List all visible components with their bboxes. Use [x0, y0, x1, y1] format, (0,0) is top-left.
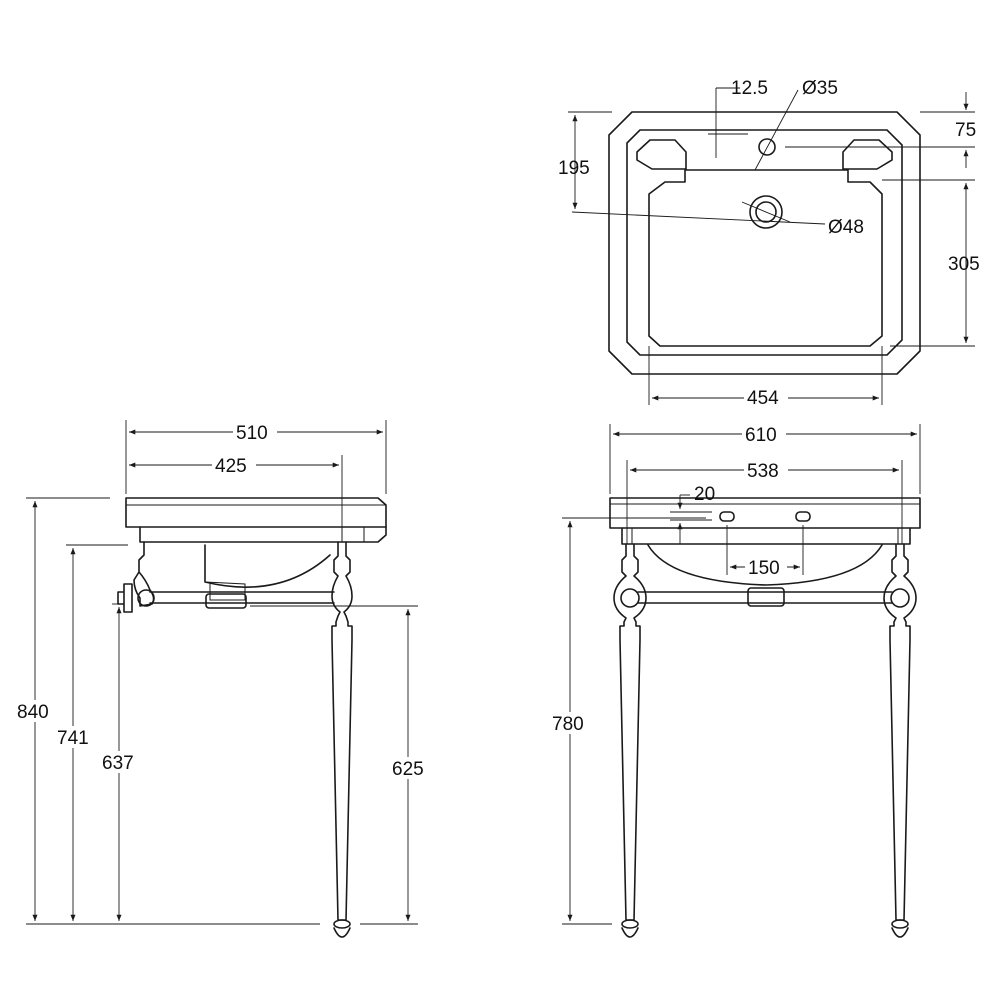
dim-tap-offset: 12.5: [731, 78, 768, 99]
dim-overall-width: 610: [745, 425, 777, 446]
side-basin-top: [125, 497, 387, 528]
front-basin-lower: [621, 527, 911, 545]
dim-leg-width: 538: [747, 461, 779, 482]
dim-rim-offset: 20: [694, 484, 715, 505]
side-wall-bracket: [117, 583, 133, 613]
dim-underside-height: 741: [57, 728, 89, 749]
front-bowl-underside: [647, 544, 883, 586]
front-waste: [747, 587, 785, 607]
side-rear-leg: [133, 541, 155, 607]
tap-hole: [758, 138, 776, 156]
dim-rim-height: 780: [552, 714, 584, 735]
front-tap-hole-left: [719, 511, 735, 522]
dim-bowl-depth: 305: [948, 254, 980, 275]
dim-leg-depth: 425: [215, 456, 247, 477]
dim-deck-depth: 195: [558, 158, 590, 179]
basin-inner-rim: [626, 129, 903, 356]
dim-tap-hole-dia: Ø35: [802, 78, 838, 99]
dim-bowl-width: 454: [747, 388, 779, 409]
front-view: 610 538 20 150 780: [550, 422, 921, 938]
dim-total-height: 840: [17, 702, 49, 723]
front-basin-top: [609, 497, 921, 529]
side-basin-lower: [139, 526, 387, 543]
dim-rail-height-left: 637: [102, 753, 134, 774]
dim-overall-depth: 510: [236, 423, 268, 444]
front-tap-hole-right: [795, 511, 811, 522]
front-leg-right: [883, 543, 917, 921]
dim-waste-dia: Ø48: [828, 217, 864, 238]
side-front-leg: [331, 541, 353, 921]
dim-rail-height-right: 625: [392, 759, 424, 780]
waste-hole-outer: [749, 195, 783, 229]
dim-tap-centres: 150: [748, 558, 780, 579]
front-leg-left: [613, 543, 647, 921]
dim-rear-margin: 75: [955, 120, 976, 141]
side-view: 510 425 840 741 637 625: [16, 420, 432, 938]
bowl-outline: [648, 169, 883, 347]
soap-tray-left: [636, 139, 687, 170]
side-waste-trap: [205, 593, 247, 609]
side-bowl-underside: [204, 544, 331, 588]
waste-hole-inner: [755, 201, 777, 223]
soap-tray-right: [842, 139, 893, 170]
plan-view: 12.5 Ø35 Ø48 195 75 305 454: [558, 78, 980, 409]
basin-outline: [608, 111, 921, 375]
